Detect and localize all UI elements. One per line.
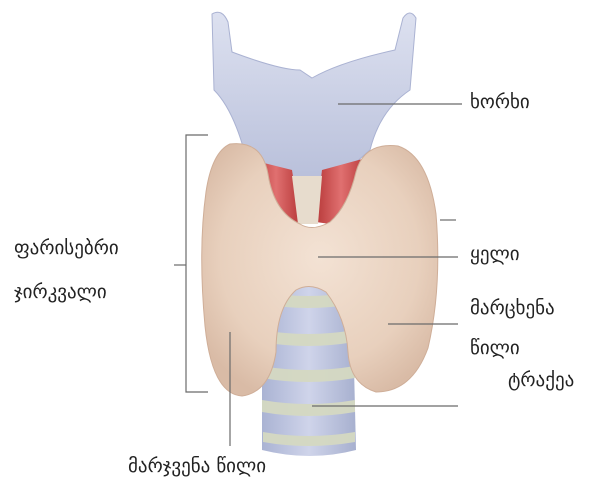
label-isthmus: ყელი: [470, 244, 520, 266]
label-left-lobe-line1: მარცხენა: [470, 298, 555, 320]
label-left-lobe-line2: წილი: [470, 338, 520, 360]
label-thyroid-gland-line1: ფარისებრი: [14, 238, 119, 260]
label-right-lobe: მარჯვენა წილი: [128, 456, 266, 478]
label-thyroid-gland-line2: ჯირკვალი: [14, 282, 107, 304]
label-trachea: ტრაქეა: [508, 370, 574, 392]
label-larynx: ხორხი: [470, 92, 530, 114]
